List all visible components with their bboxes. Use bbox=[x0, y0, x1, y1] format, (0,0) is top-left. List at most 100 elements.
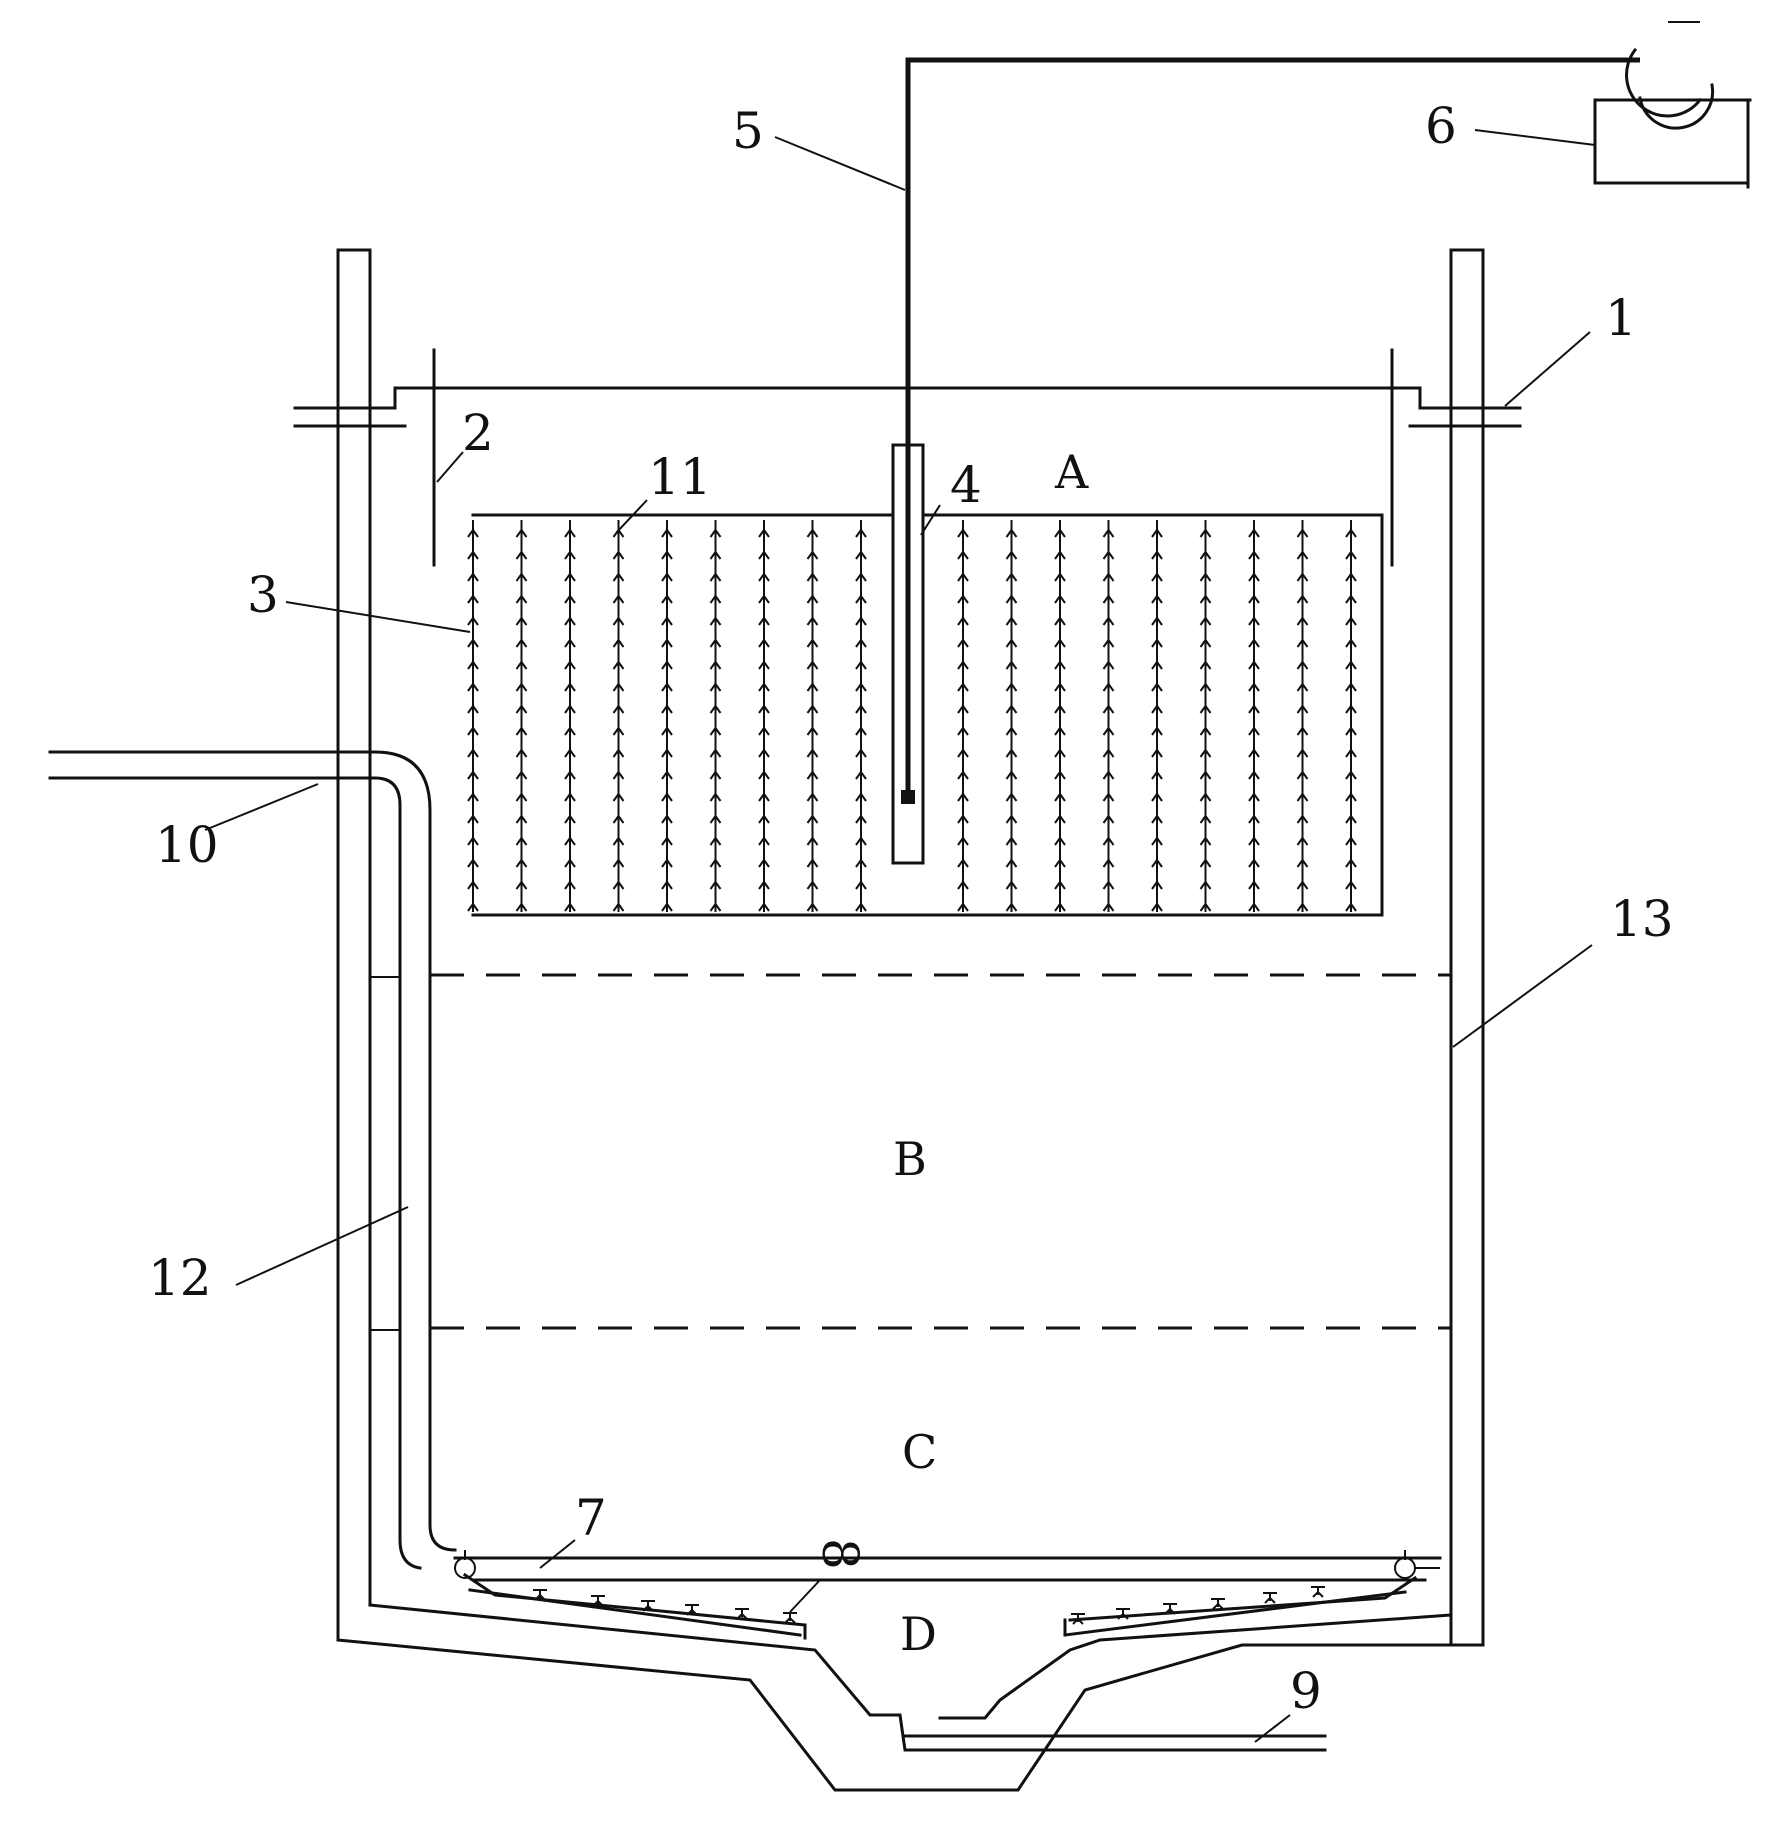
fiber-chevron bbox=[467, 528, 479, 538]
fiber-chevron bbox=[1296, 814, 1309, 824]
fiber-chevron bbox=[1102, 638, 1115, 648]
fiber-chevron bbox=[1005, 858, 1018, 868]
fiber-chevron bbox=[1248, 572, 1260, 582]
fiber-chevron bbox=[661, 880, 673, 890]
fiber-chevron bbox=[957, 704, 969, 714]
fiber-chevron bbox=[612, 594, 625, 604]
leader-5 bbox=[774, 136, 906, 191]
fiber-chevron bbox=[1248, 858, 1260, 868]
fiber-chevron bbox=[467, 792, 479, 802]
fiber-chevron bbox=[758, 682, 770, 692]
fiber-chevron bbox=[1296, 572, 1309, 582]
fiber-chevron bbox=[806, 616, 819, 626]
fiber-chevron bbox=[612, 616, 625, 626]
fiber-chevron bbox=[1151, 572, 1163, 582]
fiber-chevron bbox=[612, 660, 625, 670]
fiber-chevron bbox=[1054, 836, 1066, 846]
fiber-chevron bbox=[1102, 770, 1115, 780]
fiber-chevron bbox=[467, 814, 479, 824]
fiber-chevron bbox=[855, 550, 867, 560]
fiber-chevron bbox=[1345, 528, 1357, 538]
fiber-chevron bbox=[806, 770, 819, 780]
fiber-chevron bbox=[1005, 660, 1018, 670]
fiber-chevron bbox=[1248, 550, 1260, 560]
fiber-chevron bbox=[758, 836, 770, 846]
fiber-chevron bbox=[1102, 572, 1115, 582]
fiber-chevron bbox=[1054, 528, 1066, 538]
label-5: 5 bbox=[732, 102, 764, 160]
fiber-chevron bbox=[612, 726, 625, 736]
label-9: 9 bbox=[1290, 1662, 1322, 1720]
fiber-chevron bbox=[515, 660, 528, 670]
fiber-chevron bbox=[1102, 836, 1115, 846]
fiber-chevron bbox=[806, 814, 819, 824]
fiber-chevron bbox=[515, 616, 528, 626]
fiber-chevron bbox=[758, 572, 770, 582]
fiber-chevron bbox=[1102, 880, 1115, 890]
fiber-chevron bbox=[1054, 594, 1066, 604]
fiber-chevron bbox=[1005, 682, 1018, 692]
fiber-chevron bbox=[1296, 748, 1309, 758]
fiber-chevron bbox=[515, 682, 528, 692]
fiber-chevron bbox=[709, 858, 722, 868]
fiber-chevron bbox=[855, 880, 867, 890]
fiber-chevron bbox=[806, 902, 819, 912]
leader-12 bbox=[235, 1206, 409, 1286]
fiber-chevron bbox=[467, 550, 479, 560]
fiber-chevron bbox=[1248, 770, 1260, 780]
fiber-chevron bbox=[1054, 814, 1066, 824]
fiber-chevron bbox=[515, 880, 528, 890]
fiber-chevron bbox=[709, 660, 722, 670]
fiber-chevron bbox=[709, 704, 722, 714]
fiber-chevron bbox=[1005, 880, 1018, 890]
fiber-chevron bbox=[661, 704, 673, 714]
leader-8 bbox=[789, 1579, 821, 1613]
fiber-chevron bbox=[515, 902, 528, 912]
zone-label-a: A bbox=[1054, 445, 1089, 499]
fiber-chevron bbox=[758, 594, 770, 604]
label-2: 2 bbox=[462, 404, 494, 462]
fiber-chevron bbox=[806, 550, 819, 560]
fiber-chevron bbox=[758, 902, 770, 912]
fiber-chevron bbox=[1102, 660, 1115, 670]
fiber-chevron bbox=[467, 836, 479, 846]
fiber-chevron bbox=[855, 682, 867, 692]
fiber-chevron bbox=[1296, 880, 1309, 890]
fiber-chevron bbox=[806, 638, 819, 648]
fiber-chevron bbox=[661, 528, 673, 538]
fiber-chevron bbox=[1102, 858, 1115, 868]
fiber-chevron bbox=[467, 880, 479, 890]
fiber-chevron bbox=[806, 704, 819, 714]
fiber-chevron bbox=[1345, 792, 1357, 802]
fiber-chevron bbox=[709, 616, 722, 626]
fiber-chevron bbox=[855, 594, 867, 604]
fiber-chevron bbox=[467, 616, 479, 626]
fiber-chevron bbox=[661, 858, 673, 868]
fiber-chevron bbox=[1199, 704, 1212, 714]
fiber-chevron bbox=[957, 726, 969, 736]
fiber-chevron bbox=[957, 858, 969, 868]
packing-frame bbox=[471, 513, 1384, 917]
leader-10 bbox=[204, 783, 319, 831]
fiber-chevron bbox=[957, 748, 969, 758]
fiber-chevron bbox=[758, 792, 770, 802]
fiber-chevron bbox=[515, 792, 528, 802]
fiber-chevron bbox=[564, 902, 576, 912]
fiber-chevron bbox=[1248, 814, 1260, 824]
fiber-chevron bbox=[758, 726, 770, 736]
fiber-chevron bbox=[1005, 572, 1018, 582]
fiber-chevron bbox=[758, 770, 770, 780]
fiber-chevron bbox=[1102, 814, 1115, 824]
fiber-chevron bbox=[957, 814, 969, 824]
fiber-chevron bbox=[515, 836, 528, 846]
fiber-chevron bbox=[467, 858, 479, 868]
zone-label-d: D bbox=[900, 1607, 937, 1661]
fiber-chevron bbox=[515, 726, 528, 736]
fiber-chevron bbox=[515, 594, 528, 604]
fiber-chevron bbox=[564, 528, 576, 538]
fiber-chevron bbox=[1054, 704, 1066, 714]
fiber-chevron bbox=[758, 660, 770, 670]
fiber-chevron bbox=[1005, 616, 1018, 626]
label-6: 6 bbox=[1425, 97, 1457, 155]
